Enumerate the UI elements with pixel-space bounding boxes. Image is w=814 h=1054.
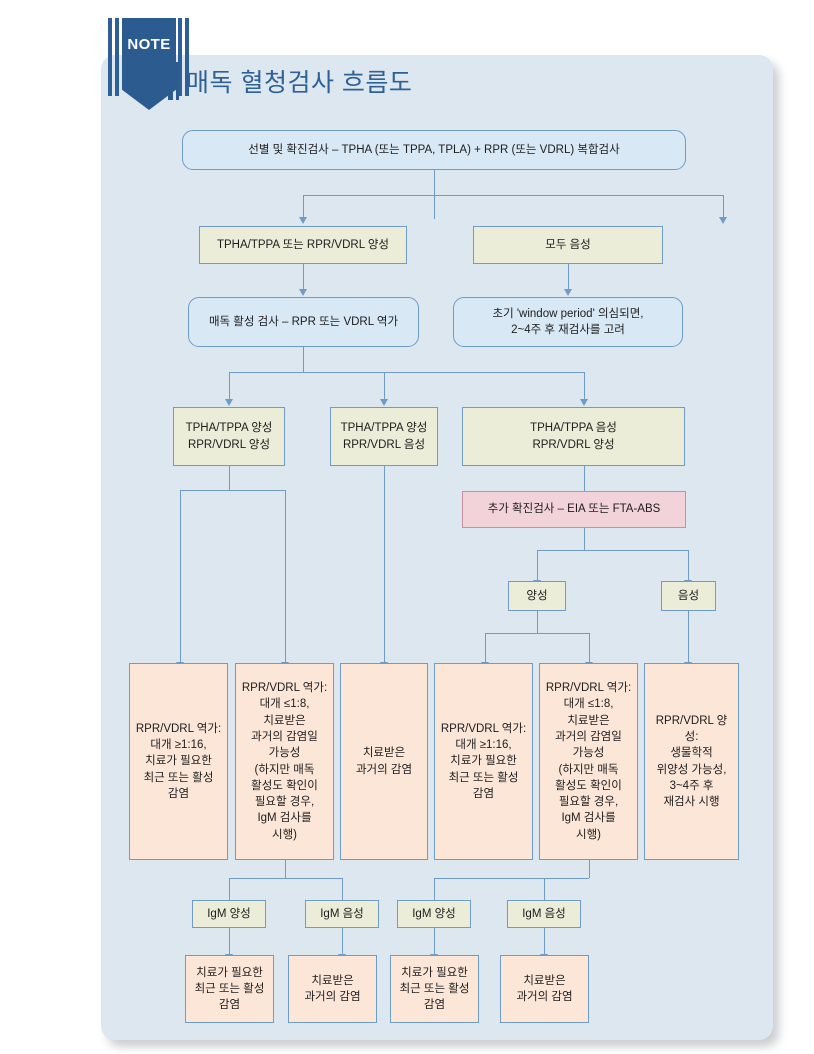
node-final-active-infection-2: 치료가 필요한 최근 또는 활성 감염	[390, 955, 479, 1023]
node-igm-negative-1: IgM 음성	[305, 900, 379, 928]
ribbon-stripe-2	[115, 18, 119, 96]
connector	[384, 466, 385, 662]
node-result-low-titer-1: RPR/VDRL 역가: 대개 ≤1:8, 치료받은 과거의 감염일 가능성 (…	[235, 663, 334, 860]
connector	[229, 878, 230, 900]
connector	[285, 860, 286, 878]
title-accent-bar-1	[168, 62, 173, 100]
connector	[589, 860, 590, 878]
connector	[485, 633, 486, 662]
connector	[229, 372, 230, 399]
connector	[180, 490, 285, 491]
connector	[180, 490, 181, 662]
arrow-head	[380, 399, 388, 406]
node-result-low-titer-2: RPR/VDRL 역가: 대개 ≤1:8, 치료받은 과거의 감염일 가능성 (…	[539, 663, 638, 860]
arrow-head	[299, 289, 307, 296]
connector	[584, 372, 585, 399]
node-both-negative: 모두 음성	[473, 226, 663, 264]
node-result-treated-past: 치료받은 과거의 감염	[340, 663, 428, 860]
node-activity-test: 매독 활성 검사 – RPR 또는 VDRL 역가	[188, 297, 419, 347]
connector	[342, 928, 343, 954]
arrow-head	[225, 399, 233, 406]
connector	[303, 195, 723, 196]
connector	[229, 928, 230, 954]
node-eia-positive: 양성	[508, 581, 566, 611]
node-confirmatory-test: 추가 확진검사 – EIA 또는 FTA-ABS	[462, 491, 686, 528]
node-final-active-infection-1: 치료가 필요한 최근 또는 활성 감염	[185, 955, 274, 1023]
ribbon-stripe-4	[185, 18, 189, 96]
connector	[544, 878, 545, 900]
content-panel	[101, 55, 773, 1040]
connector	[568, 263, 569, 289]
node-final-past-infection-1: 치료받은 과거의 감염	[288, 955, 377, 1023]
connector	[434, 169, 435, 219]
node-igm-positive-2: IgM 양성	[397, 900, 471, 928]
node-window-period: 초기 'window period' 의심되면, 2~4주 후 재검사를 고려	[453, 297, 683, 347]
connector	[584, 528, 585, 550]
connector	[485, 633, 589, 634]
ribbon-stripe-1	[108, 18, 112, 96]
connector	[229, 466, 230, 490]
connector	[688, 550, 689, 580]
connector	[589, 633, 590, 662]
connector	[285, 490, 286, 662]
arrow-head	[719, 217, 727, 224]
connector	[723, 195, 724, 217]
arrow-head	[580, 399, 588, 406]
node-igm-positive-1: IgM 양성	[192, 900, 266, 928]
node-eia-negative: 음성	[661, 581, 716, 611]
node-either-positive: TPHA/TPPA 또는 RPR/VDRL 양성	[199, 226, 407, 264]
page-title: 매독 혈청검사 흐름도	[186, 69, 413, 97]
arrow-head	[299, 217, 307, 224]
node-tpha-neg-rpr-pos: TPHA/TPPA 음성 RPR/VDRL 양성	[462, 407, 685, 466]
connector	[342, 878, 343, 900]
node-igm-negative-2: IgM 음성	[507, 900, 581, 928]
connector	[688, 611, 689, 662]
connector	[434, 928, 435, 954]
note-badge: NOTE	[108, 18, 198, 116]
node-tpha-pos-rpr-pos: TPHA/TPPA 양성 RPR/VDRL 양성	[173, 407, 285, 466]
connector	[303, 263, 304, 289]
connector	[434, 878, 435, 900]
connector	[303, 347, 304, 372]
connector	[537, 611, 538, 633]
connector	[229, 372, 584, 373]
node-final-past-infection-2: 치료받은 과거의 감염	[500, 955, 589, 1023]
connector	[555, 878, 589, 879]
connector	[544, 928, 545, 954]
node-tpha-pos-rpr-neg: TPHA/TPPA 양성 RPR/VDRL 음성	[330, 407, 438, 466]
connector	[384, 372, 385, 399]
title-accent-bar-2	[176, 62, 179, 100]
ribbon-body: NOTE	[122, 18, 176, 110]
connector	[229, 878, 342, 879]
ribbon-stripe-3	[178, 18, 182, 96]
connector	[537, 550, 538, 580]
node-screening-test: 선별 및 확진검사 – TPHA (또는 TPPA, TPLA) + RPR (…	[182, 130, 686, 170]
arrow-head	[564, 289, 572, 296]
node-result-high-titer-1: RPR/VDRL 역가: 대개 ≥1:16, 치료가 필요한 최근 또는 활성 …	[129, 663, 228, 860]
connector	[584, 466, 585, 491]
note-badge-label: NOTE	[127, 36, 171, 53]
node-result-biological-false-positive: RPR/VDRL 양성: 생물학적 위양성 가능성, 3~4주 후 재검사 시행	[644, 663, 739, 860]
node-result-high-titer-2: RPR/VDRL 역가: 대개 ≥1:16, 치료가 필요한 최근 또는 활성 …	[434, 663, 533, 860]
connector	[537, 550, 688, 551]
connector	[303, 195, 304, 217]
connector	[434, 878, 555, 879]
